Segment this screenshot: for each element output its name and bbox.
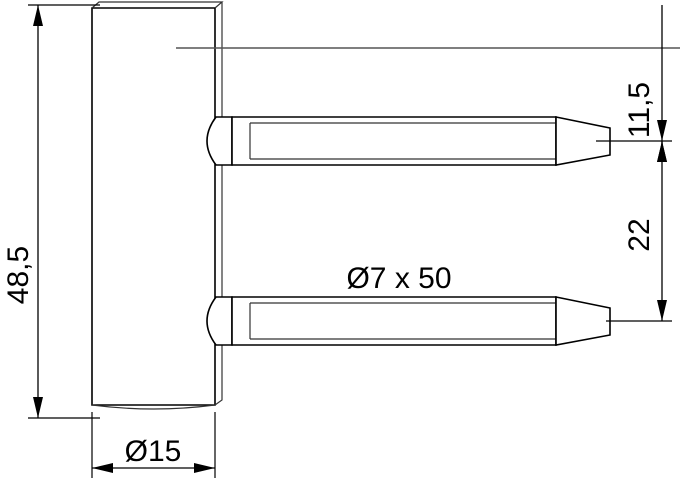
top-pin-offset-arrow-upper <box>657 120 667 141</box>
dimension-pin-spacing: 22 <box>606 141 672 322</box>
lower-pin-shank <box>231 296 557 346</box>
dimension-plate-width: Ø15 <box>91 412 216 478</box>
mounting-plate-body <box>91 7 216 406</box>
pin-spec-label: Ø7 x 50 <box>346 262 451 295</box>
pin-spacing-arrow-top <box>657 141 667 162</box>
plate-height-arrow-top <box>33 5 43 26</box>
pin-spacing-arrow-bottom <box>657 300 667 321</box>
pin-spacing-label: 22 <box>623 218 656 251</box>
mounting-plate <box>91 1 224 410</box>
plate-width-label: Ø15 <box>125 435 182 468</box>
upper-pin-shank <box>231 116 557 166</box>
mounting-plate-bottom-round <box>91 404 216 410</box>
lower-pin <box>206 296 611 346</box>
top-pin-offset-label: 11,5 <box>623 82 656 138</box>
lower-pin-head <box>206 296 233 346</box>
upper-pin-head <box>206 116 233 166</box>
mounting-plate-top-chamfer <box>91 1 224 9</box>
dimension-plate-height: 48,5 <box>2 4 100 419</box>
lower-pin-tapered-tip <box>555 296 611 346</box>
plate-height-label: 48,5 <box>2 246 35 304</box>
upper-pin-tapered-tip <box>555 116 611 166</box>
plate-height-arrow-bottom <box>33 397 43 418</box>
plate-width-arrow-right <box>194 463 215 473</box>
plate-width-arrow-left <box>92 463 113 473</box>
upper-pin <box>206 116 611 166</box>
